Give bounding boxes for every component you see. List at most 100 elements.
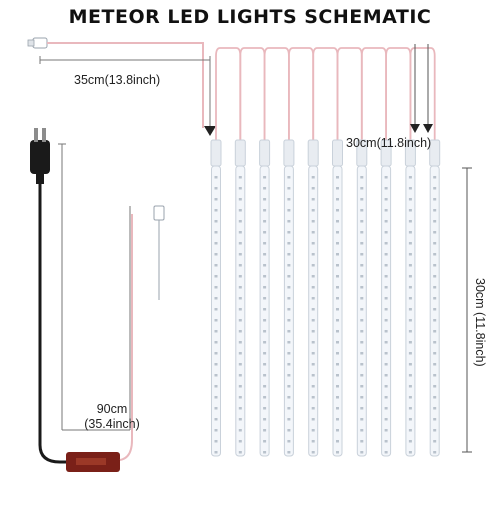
connecting-wire (288, 47, 315, 140)
led-dot (408, 330, 412, 333)
led-dot (311, 330, 315, 333)
led-dot (384, 451, 388, 454)
led-dot (287, 297, 291, 300)
led-dot (238, 242, 242, 245)
led-dot (360, 198, 364, 201)
led-dot (287, 319, 291, 322)
led-dot (433, 187, 437, 190)
tube-cap (210, 139, 222, 167)
led-dot (384, 352, 388, 355)
led-dot (408, 198, 412, 201)
led-dot (384, 187, 388, 190)
led-dot (311, 297, 315, 300)
power-cable-label-line2: (35.4inch) (84, 417, 140, 431)
power-cord (38, 184, 68, 464)
led-dot (311, 363, 315, 366)
led-dot (263, 374, 267, 377)
led-dot (433, 286, 437, 289)
meteor-tube-4 (283, 139, 295, 457)
led-dot (408, 440, 412, 443)
led-dot (238, 187, 242, 190)
meteor-tube-6 (332, 139, 343, 457)
led-dot (360, 308, 364, 311)
led-dot (263, 242, 267, 245)
led-dot (238, 352, 242, 355)
led-dot (263, 352, 267, 355)
led-dot (238, 220, 242, 223)
led-dot (311, 253, 315, 256)
led-dot (214, 275, 218, 278)
led-dot (263, 286, 267, 289)
led-dot (384, 385, 388, 388)
led-dot (433, 385, 437, 388)
meteor-tube-2 (234, 139, 246, 457)
led-dot (214, 319, 218, 322)
led-dot (214, 176, 218, 179)
led-dot (287, 286, 291, 289)
connecting-wire (215, 47, 242, 140)
led-dot (263, 385, 267, 388)
led-dot (360, 418, 364, 421)
led-dot (214, 352, 218, 355)
led-dot (360, 253, 364, 256)
led-dot (408, 176, 412, 179)
meteor-tube-10 (429, 139, 441, 457)
led-dot (263, 407, 267, 410)
led-dot (336, 231, 339, 234)
led-dot (336, 363, 339, 366)
connecting-wire (385, 47, 412, 140)
led-dot (287, 198, 291, 201)
led-dot (384, 374, 388, 377)
connecting-wire (409, 47, 436, 140)
led-dot (287, 176, 291, 179)
connecting-wire (360, 47, 387, 140)
led-dot (384, 297, 388, 300)
led-dot (287, 396, 291, 399)
led-dot (214, 198, 218, 201)
led-dot (311, 319, 315, 322)
led-dot (311, 451, 315, 454)
meteor-tube-1 (210, 139, 222, 457)
led-dot (238, 407, 242, 410)
led-dot (408, 264, 412, 267)
led-dot (287, 209, 291, 212)
led-dot (336, 198, 339, 201)
led-dot (384, 418, 388, 421)
led-dot (408, 308, 412, 311)
led-dot (311, 187, 315, 190)
tube-body (356, 165, 367, 457)
led-dot (336, 220, 339, 223)
led-dot (360, 385, 364, 388)
led-dot (214, 231, 218, 234)
led-dot (311, 275, 315, 278)
led-dot (287, 363, 291, 366)
led-dot (214, 396, 218, 399)
led-dot (408, 220, 412, 223)
led-dot (433, 418, 437, 421)
led-dot (408, 341, 412, 344)
led-dot (263, 220, 267, 223)
led-dot (336, 352, 339, 355)
led-dot (311, 176, 315, 179)
led-dot (336, 396, 339, 399)
led-dot (336, 440, 339, 443)
led-dot (360, 297, 364, 300)
led-dot (214, 407, 218, 410)
tube-cap (283, 139, 295, 167)
tube-length-dimension (462, 167, 472, 453)
led-dot (287, 451, 291, 454)
led-dot (336, 451, 339, 454)
led-dot (336, 209, 339, 212)
led-dot (360, 352, 364, 355)
led-dot (408, 231, 412, 234)
led-dot (336, 341, 339, 344)
led-dot (214, 264, 218, 267)
led-dot (384, 253, 388, 256)
led-dot (433, 319, 437, 322)
led-dot (287, 264, 291, 267)
led-dot (336, 308, 339, 311)
led-dot (263, 330, 267, 333)
led-dot (360, 242, 364, 245)
led-dot (238, 363, 242, 366)
